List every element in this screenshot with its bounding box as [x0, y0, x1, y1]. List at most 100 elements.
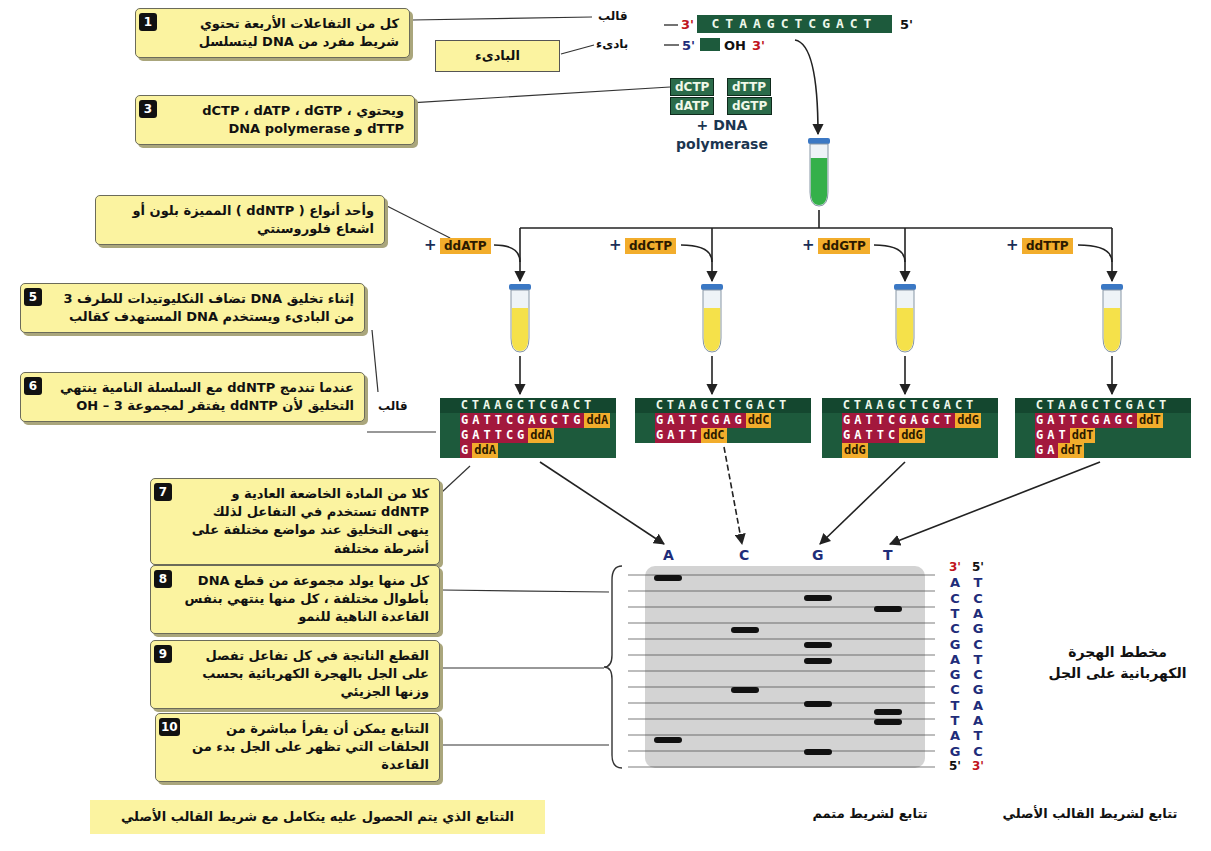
gel: [731, 627, 759, 633]
sequence-letter: C: [969, 637, 987, 652]
test-tubes: [509, 284, 531, 352]
dntp-box: dCTP: [670, 78, 714, 96]
callout-text: كل منها يولد مجموعة من قطع DNA بأطوال مخ…: [181, 572, 429, 627]
leader-lines: [442, 590, 609, 592]
callout-text: إثناء تخليق DNA تضاف النكليوتيدات للطرف …: [51, 290, 354, 326]
sequence-letter: A: [946, 728, 964, 743]
sequence-letter: C: [969, 744, 987, 759]
callout-text: القطع الناتجة في كل تفاعل تفصل على الجل …: [181, 647, 429, 702]
lane-label: C: [739, 547, 749, 563]
flow-lines: [904, 356, 906, 394]
sequence-letter: C: [946, 591, 964, 606]
strand-label: قالب: [378, 399, 408, 413]
nucleotide-text: dCTP: [675, 80, 709, 94]
ddntp-box: ddATP: [440, 238, 491, 254]
sequence-text: GATTCGAGCT: [842, 413, 955, 428]
strand-bar: GATTCddG: [842, 428, 925, 443]
strand-bar: GATTCGAGCTGddA: [460, 413, 610, 428]
ddntp-text: ddT: [1070, 428, 1096, 443]
gel: [628, 655, 935, 656]
callout-text: كلا من المادة الخاضعة العادية و ddNTP تس…: [181, 485, 429, 558]
gel: [628, 623, 935, 624]
flow-lines: [519, 228, 521, 281]
callout-number: 3: [139, 100, 157, 118]
sequence-letter: C: [946, 682, 964, 697]
box-label: البادىء: [444, 47, 551, 65]
flow-lines: [520, 227, 1112, 229]
end-label: 3': [681, 17, 694, 32]
ddntp-text: ddC: [746, 413, 772, 428]
callout-number: 9: [154, 645, 172, 663]
flow-lines: [904, 228, 906, 281]
flow-lines: [890, 462, 1100, 544]
gel: [628, 591, 935, 592]
gel: [874, 606, 902, 612]
plus-sign: +: [424, 236, 437, 254]
gel: [804, 595, 832, 601]
gel: [654, 737, 682, 743]
template-strand: CTAAGCTCGACT: [1015, 398, 1191, 413]
ddntp-text: ddT: [1137, 413, 1163, 428]
callout-box: عندما تندمج ddNTP مع السلسلة النامية ينت…: [20, 372, 365, 422]
callout-number: 5: [24, 288, 42, 306]
sequence-text: GATTC: [842, 428, 899, 443]
callout-box: إثناء تخليق DNA تضاف النكليوتيدات للطرف …: [20, 283, 365, 333]
sequence-text: CTAAGCTCGACT: [440, 398, 616, 413]
gel: [874, 709, 902, 715]
sequence-text: GATTCGAGC: [1035, 413, 1137, 428]
flow-lines: [494, 245, 520, 262]
flow-lines: [818, 210, 820, 228]
sequence-text: G: [460, 443, 472, 458]
sequence-text: GATTCGAGCTG: [460, 413, 584, 428]
sequence-text: GATT: [655, 428, 701, 443]
template-strand: CTAAGCTCGACT: [822, 398, 998, 413]
plus-sign: +: [802, 236, 815, 254]
test-tubes: [701, 284, 723, 352]
column-caption: تتابع لشريط القالب الأصلي: [1000, 805, 1180, 824]
flow-lines: [711, 228, 713, 281]
sequence-letter: C: [969, 591, 987, 606]
end-label: 5': [682, 38, 695, 53]
callout-number: 6: [24, 377, 42, 395]
group-label: OH: [724, 38, 746, 53]
strand-label: قالب: [598, 9, 628, 23]
nucleotide-text: dTTP: [732, 80, 766, 94]
sequence-letter: T: [946, 713, 964, 728]
sequence-text: CTAAGCTCGACT: [635, 398, 811, 413]
nucleotide-text: ddCTP: [629, 239, 672, 253]
sequence-text: CTAAGCTCGACT: [697, 15, 892, 33]
callout-text: كل من التفاعلات الأربعة تحتوي شريط مفرد …: [166, 15, 399, 51]
leader-lines: [372, 330, 378, 392]
reaction-panels: [440, 398, 1191, 458]
sequence-letter: 5': [946, 759, 964, 774]
gel: [628, 639, 935, 640]
dntp-box: dATP: [670, 97, 714, 115]
end-label: 5': [900, 17, 913, 32]
strand-bar: ddG: [842, 443, 868, 458]
lane-label: A: [663, 547, 674, 563]
callout-box: ويحتوي dCTP ، dATP ، dGTP ، dTTP و DNA p…: [135, 95, 415, 145]
sequence-text: CTAAGCTCGACT: [1015, 398, 1191, 413]
gel: [731, 687, 759, 693]
strand-bar: GAddT: [1035, 443, 1084, 458]
sequence-letter: T: [946, 606, 964, 621]
ddntp-text: ddG: [955, 413, 981, 428]
sequence-letter: G: [969, 682, 987, 697]
sequence-letter: 3': [946, 560, 964, 575]
strand-bar: GddA: [460, 443, 498, 458]
sequence-letter: C: [969, 667, 987, 682]
callout-text: عندما تندمج ddNTP مع السلسلة النامية ينت…: [51, 379, 354, 415]
sequence-text: GA: [1035, 443, 1058, 458]
ddntp-text: ddA: [528, 428, 554, 443]
sequence-letter: G: [946, 637, 964, 652]
gel: [804, 701, 832, 707]
callout-box: كل منها يولد مجموعة من قطع DNA بأطوال مخ…: [150, 565, 440, 634]
sequence-letter: T: [969, 728, 987, 743]
flow-lines: [494, 40, 1112, 544]
gel: [628, 687, 935, 688]
ddntp-text: ddT: [1058, 443, 1084, 458]
gel: [628, 767, 935, 768]
ddntp-box: ddCTP: [625, 238, 676, 254]
sequence-letter: A: [969, 606, 987, 621]
